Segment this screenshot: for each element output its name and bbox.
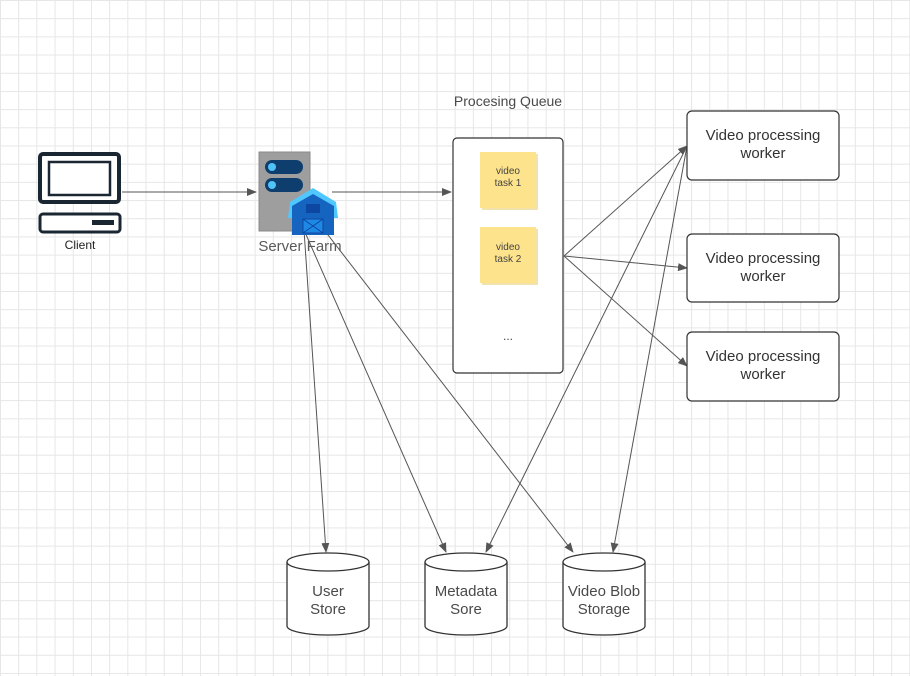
metadata-store-line1: Metadata (434, 583, 498, 600)
worker-3-line2: worker (740, 366, 786, 383)
task-2-line1: video (496, 242, 520, 253)
worker-2-label: Video processing worker (687, 250, 839, 286)
user-store-line1: User (312, 583, 344, 600)
task-1-line1: video (496, 166, 520, 177)
worker-box-2[interactable] (686, 233, 840, 303)
user-store-line2: Store (310, 601, 346, 618)
arrow-server-to-metadata (303, 229, 447, 553)
worker-1-label: Video processing worker (687, 127, 839, 163)
database-icon-blob-storage[interactable] (562, 552, 646, 636)
worker-box-1[interactable] (686, 110, 840, 181)
arrow-queue-to-worker-1 (563, 145, 688, 257)
computer-icon[interactable] (38, 152, 122, 234)
connectors (122, 145, 688, 553)
client-label: Client (64, 238, 96, 252)
task-1-label: video task 1 (480, 166, 536, 190)
worker-3-line1: Video processing (705, 348, 821, 365)
blob-storage-label: Video Blob Storage (558, 583, 650, 619)
worker-2-line1: Video processing (705, 250, 821, 267)
sticky-note-task-1[interactable] (480, 152, 538, 210)
queue-title: Procesing Queue (453, 93, 563, 109)
database-icon-user-store[interactable] (286, 552, 370, 636)
arrow-worker-to-metadata (485, 145, 688, 553)
blob-storage-line2: Storage (577, 601, 631, 618)
worker-3-label: Video processing worker (687, 348, 839, 384)
queue-ellipsis: ... (502, 329, 513, 343)
database-icon-metadata-store[interactable] (424, 552, 508, 636)
arrow-queue-to-worker-3 (563, 255, 688, 367)
worker-1-line2: worker (740, 145, 786, 162)
arrow-worker-to-blob (610, 145, 688, 553)
sticky-note-task-2[interactable] (480, 227, 538, 285)
blob-storage-line1: Video Blob (567, 583, 641, 600)
server-farm-label: Server Farm (258, 238, 342, 255)
worker-1-line1: Video processing (705, 127, 821, 144)
task-1-line2: task 1 (494, 178, 522, 189)
server-farm-icon[interactable] (258, 151, 338, 235)
worker-box-3[interactable] (686, 331, 840, 402)
metadata-store-line2: Sore (450, 601, 482, 618)
arrow-server-to-user-store (303, 229, 330, 553)
arrow-queue-to-worker-2 (563, 255, 688, 272)
user-store-label: User Store (287, 583, 369, 619)
worker-2-line2: worker (740, 268, 786, 285)
task-2-line2: task 2 (494, 254, 522, 265)
metadata-store-label: Metadata Sore (420, 583, 512, 619)
arrow-server-to-blob (317, 221, 574, 553)
task-2-label: video task 2 (480, 242, 536, 266)
